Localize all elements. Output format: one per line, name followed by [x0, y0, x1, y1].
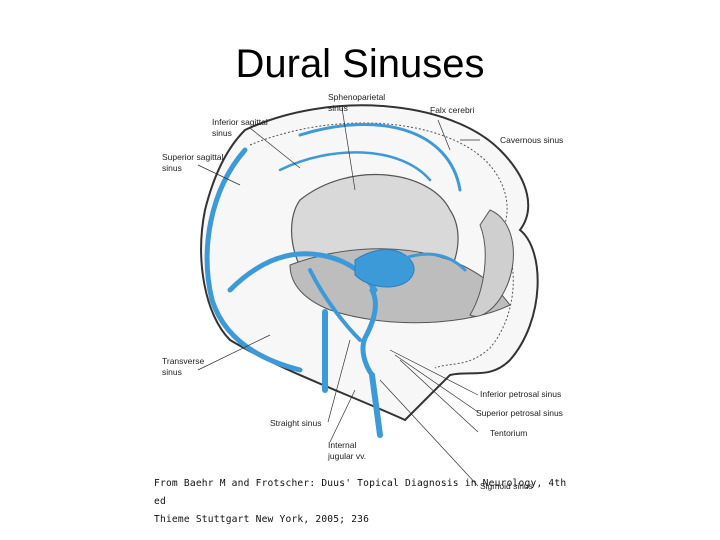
label-superior-sagittal-line2: sinus [162, 163, 182, 173]
superior-sagittal-sinus [204, 147, 303, 373]
label-falx-cerebri: Falx cerebri [430, 105, 475, 115]
label-internal-jugular-line2: jugular vv. [327, 451, 366, 461]
label-inferior-petrosal: Inferior petrosal sinus [480, 389, 561, 399]
face-bones [469, 209, 514, 317]
label-superior-sagittal-line1: Superior sagittal [162, 152, 224, 162]
label-transverse-line1: Transverse [162, 356, 204, 366]
caption-line-1: From Baehr M and Frotscher: Duus' Topica… [154, 478, 567, 507]
label-inferior-sagittal-line1: Inferior sagittal [212, 117, 268, 127]
internal-jugular-vein-right [369, 372, 383, 438]
label-inferior-sagittal-line2: sinus [212, 128, 232, 138]
slide-title: Dural Sinuses [235, 42, 485, 86]
tentorium-surface [289, 248, 511, 324]
leader-lines [197, 107, 480, 487]
cavernous-sinus-network [354, 249, 415, 288]
label-transverse-line2: sinus [162, 367, 182, 377]
sigmoid-sinus [360, 287, 378, 378]
dural-sinus-illustration: Sphenoparietal sinus Falx cerebri Inferi… [150, 90, 580, 510]
straight-sinus [308, 268, 362, 342]
label-sphenoparietal-line2: sinus [328, 103, 348, 113]
caption-line-2: Thieme Stuttgart New York, 2005; 236 [154, 514, 370, 525]
label-cavernous-sinus: Cavernous sinus [500, 135, 563, 145]
label-straight-sinus: Straight sinus [270, 418, 322, 428]
label-sigmoid-sinus: Sigmoid sinus [480, 481, 533, 491]
figure-caption: From Baehr M and Frotscher: Duus' Topica… [154, 475, 584, 529]
inferior-sagittal-sinus [278, 151, 432, 182]
label-internal-jugular-line1: Internal [328, 440, 356, 450]
label-sphenoparietal-line1: Sphenoparietal [328, 92, 385, 102]
petrosal-sinus [403, 252, 467, 272]
label-superior-petrosal: Superior petrosal sinus [476, 408, 563, 418]
label-tentorium: Tentorium [490, 428, 527, 438]
illustration-svg: Sphenoparietal sinus Falx cerebri Inferi… [162, 92, 563, 491]
skull-inner-rim [249, 122, 514, 369]
falx-arc [298, 123, 462, 192]
